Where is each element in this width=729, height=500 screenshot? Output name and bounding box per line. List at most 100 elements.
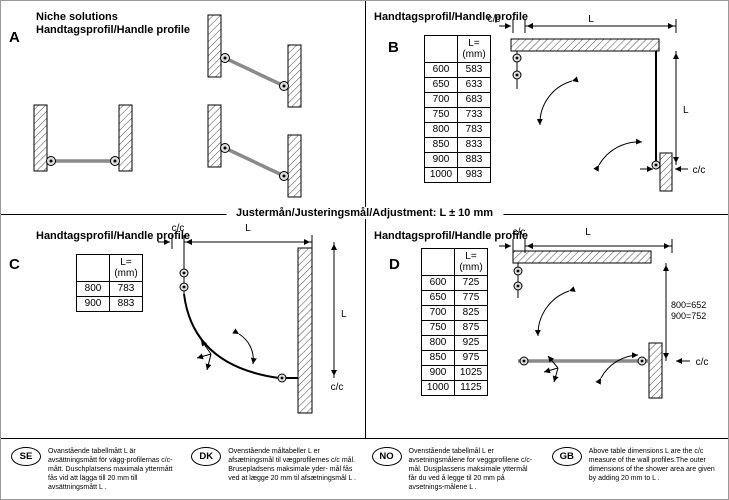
length-cell: 1125 (454, 380, 488, 396)
length-cell: 883 (457, 152, 491, 168)
wall-segments (297, 247, 313, 414)
dim-label-cc-side-c: c/c (331, 382, 344, 393)
dimension-l-top (184, 235, 313, 249)
curved-glass-door (183, 293, 280, 379)
door-swing-arrows (536, 76, 643, 172)
length-cell: 983 (457, 167, 491, 183)
section-b: c/c L L c/c Handta (366, 1, 728, 214)
language-notes-footer: SE Ovanstående tabellmått L är avsättnin… (1, 438, 728, 499)
table-header-row: L= (mm) (421, 248, 488, 276)
footer-text-gb: Above table dimensions L are the c/c mea… (588, 448, 715, 483)
section-d: c/c L 800=652 900=752 c/c (366, 216, 728, 438)
header-mm-label: (mm) (459, 262, 483, 273)
dim-label-l-side-b: L (683, 105, 689, 116)
length-cell: 783 (457, 122, 491, 138)
handle-fitting (651, 160, 661, 170)
table-header-row: L= (mm) (76, 254, 143, 282)
header-l-label: L= (468, 38, 480, 49)
door-swing-arrows (232, 328, 257, 365)
footer-item-gb: GB Above table dimensions L are the c/c … (551, 447, 724, 499)
size-cell: 900 (76, 296, 110, 312)
dim-label-l-side-c: L (341, 309, 347, 320)
footer-text-se: Ovanstående tabellmått L är avsättningsm… (48, 448, 173, 492)
adjustment-note: Justermån/Justeringsmål/Adjustment: L ± … (225, 207, 504, 219)
size-cell: 600 (424, 62, 458, 78)
language-badge-no: NO (371, 447, 402, 466)
size-cell: 650 (421, 290, 455, 306)
header-mm-label: (mm) (462, 49, 486, 60)
size-cell: 650 (424, 77, 458, 93)
handle-profile-title-a: Handtagsprofil/Handle profile (36, 24, 191, 37)
header-blank (421, 248, 455, 276)
handle-profile-title-b: Handtagsprofil/Handle profile (374, 11, 529, 23)
section-letter-b: B (388, 39, 399, 56)
length-cell: 1025 (454, 365, 488, 381)
header-l-mm: L= (mm) (457, 35, 491, 63)
section-letter-a: A (9, 29, 20, 46)
footer-item-se: SE Ovanstående tabellmått L är avsättnin… (11, 447, 183, 499)
length-cell: 875 (454, 320, 488, 336)
pivot-hinge (513, 263, 523, 298)
diagram-d-corner: c/c L 800=652 900=752 c/c (499, 227, 709, 399)
size-cell: 900 (421, 365, 455, 381)
language-badge-dk: DK (191, 447, 222, 466)
header-blank (424, 35, 458, 63)
size-cell: 850 (421, 350, 455, 366)
annotation-800: 800=652 (671, 300, 706, 310)
pivot-hinge (512, 51, 522, 89)
length-cell: 583 (457, 62, 491, 78)
footer-item-no: NO Ovenstående tabellmål L er avsetnings… (371, 447, 544, 499)
size-cell: 700 (421, 305, 455, 321)
table-header-row: L= (mm) (424, 35, 491, 63)
footer-text-no: Ovenstående tabellmål L er avsetningsmål… (408, 448, 533, 492)
dim-label-l-top-c: L (245, 223, 251, 234)
length-cell: 825 (454, 305, 488, 321)
wall-segments (512, 250, 663, 399)
section-a: Niche solutions Handtagsprofil/Handle pr… (1, 1, 365, 214)
section-c: c/c L L c/c Handta (1, 216, 365, 438)
length-cell: 633 (457, 77, 491, 93)
footer-item-dk: DK Ovenstående måltabeller L er afsætnin… (191, 447, 363, 499)
handle-profile-title-c: Handtagsprofil/Handle profile (36, 230, 191, 242)
direction-arrow-fan (196, 339, 212, 371)
fitting-centers (49, 56, 286, 178)
size-cell: 1000 (421, 380, 455, 396)
size-cell: 750 (424, 107, 458, 123)
dim-label-cc-side-b: c/c (693, 165, 706, 176)
header-mm-label: (mm) (114, 268, 138, 279)
length-cell: 883 (109, 296, 143, 312)
diagram-c-rounded: c/c L L c/c (158, 223, 347, 414)
section-letter-c: C (9, 256, 20, 273)
language-badge-se: SE (11, 447, 41, 466)
diagram-a-niche (33, 14, 302, 198)
size-cell: 600 (421, 275, 455, 291)
size-cell: 1000 (424, 167, 458, 183)
door-swing-arrows (534, 286, 639, 385)
header-l-mm: L= (mm) (109, 254, 143, 282)
dim-label-cc-side-d: c/c (696, 357, 709, 368)
handle-profile-title-d: Handtagsprofil/Handle profile (374, 230, 529, 242)
length-cell: 775 (454, 290, 488, 306)
length-cell: 683 (457, 92, 491, 108)
pivot-hinge (179, 248, 189, 294)
direction-arrow-fan (543, 355, 559, 383)
size-cell: 800 (76, 281, 110, 297)
length-cell: 833 (457, 137, 491, 153)
